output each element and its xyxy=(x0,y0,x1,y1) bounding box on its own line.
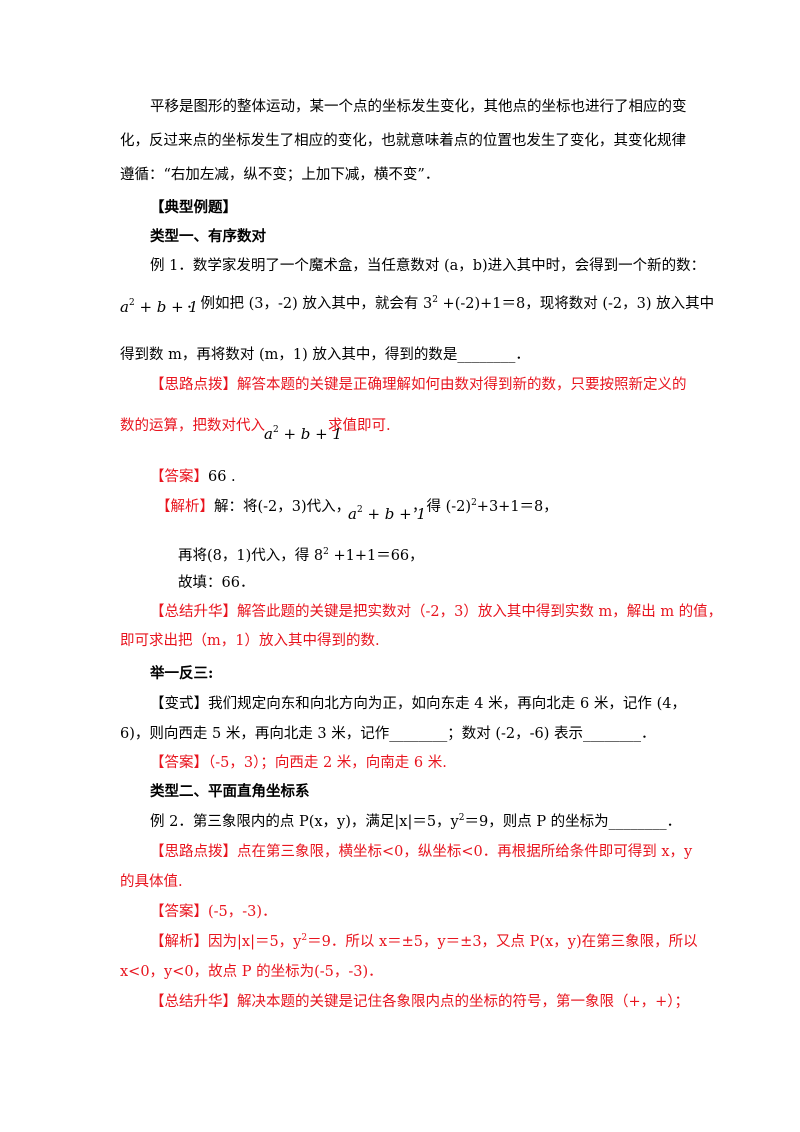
summary1-line-2: 即可求出把（m，1）放入其中得到的数. xyxy=(120,633,380,649)
hint1-line-2: 数的运算，把数对代入 xyxy=(120,418,265,434)
hint1-line-1: 【思路点拨】解答本题的关键是正确理解如何由数对得到新的数，只要按照新定义的 xyxy=(150,377,687,393)
formula-a2-b-1-hint: a2 + b + 1 xyxy=(264,425,343,443)
formula-a2-b-1-analysis: a2 + b + 1 xyxy=(348,505,427,523)
example1-line-2: ．例如把 (3，-2) 放入其中，就会有 32 +(-2)+1＝8，现将数对 (… xyxy=(186,295,715,312)
intro-line-2: 化，反过来点的坐标发生了相应的变化，也就意味着点的位置也发生了变化，其变化规律 xyxy=(120,133,686,149)
answer2: 【答案】(-5，-3)． xyxy=(150,904,277,920)
type2-title: 类型二、平面直角坐标系 xyxy=(150,783,310,800)
analysis2-line-1: 【解析】因为|x|＝5，y2＝9．所以 x＝±5，y＝±3，又点 P(x，y)在… xyxy=(150,933,698,950)
type1-title: 类型一、有序数对 xyxy=(150,228,266,245)
intro-line-1: 平移是图形的整体运动，某一个点的坐标发生变化，其他点的坐标也进行了相应的变 xyxy=(150,99,687,115)
example2-line-1: 例 2．第三象限内的点 P(x，y)，满足|x|＝5，y2＝9，则点 P 的坐标… xyxy=(150,813,682,830)
formula-a2-b-1: a2 + b + 1 xyxy=(120,298,199,316)
example1-line-1: 例 1．数学家发明了一个魔术盒，当任意数对 (a，b)进入其中时，会得到一个新的… xyxy=(150,258,706,274)
analysis1-line-3: 故填：66． xyxy=(178,575,255,591)
analysis1-line-1: 【解析】解：将(-2，3)代入， xyxy=(156,499,351,515)
analysis2-line-2: x<0，y<0，故点 P 的坐标为(-5，-3)． xyxy=(120,964,383,980)
answer1: 【答案】66 . xyxy=(150,469,236,485)
intro-line-3: 遵循：“右加左减，纵不变；上加下减，横不变”． xyxy=(120,167,440,183)
section-heading: 【典型例题】 xyxy=(150,199,237,216)
hint2-line-1: 【思路点拨】点在第三象限，横坐标<0，纵坐标<0．再根据所给条件即可得到 x，y xyxy=(150,844,693,860)
summary2-line-1: 【总结升华】解决本题的关键是记住各象限内点的坐标的符号，第一象限（+，+）； xyxy=(150,994,690,1010)
summary1-line-1: 【总结升华】解答此题的关键是把实数对（-2，3）放入其中得到实数 m，解出 m … xyxy=(150,604,723,620)
hint2-line-2: 的具体值. xyxy=(120,874,183,890)
variant-line-2: 6)，则向西走 5 米，再向北走 3 米，记作________；数对 (-2，-… xyxy=(120,726,656,742)
analysis1-line-2: 再将(8，1)代入，得 82 +1+1＝66， xyxy=(178,547,424,564)
hint1-line-2b: 求值即可. xyxy=(328,418,391,434)
variant-line-1: 【变式】我们规定向东和向北方向为正，如向东走 4 米，再向北走 6 米，记作 (… xyxy=(150,696,686,712)
analysis1-line-1b: ，得 (-2)2+3+1＝8， xyxy=(412,498,558,515)
example1-line-3: 得到数 m，再将数对 (m，1) 放入其中，得到的数是________． xyxy=(120,347,530,363)
practice-title: 举一反三: xyxy=(150,665,214,682)
variant-answer: 【答案】（-5，3）；向西走 2 米，向南走 6 米. xyxy=(150,755,447,771)
